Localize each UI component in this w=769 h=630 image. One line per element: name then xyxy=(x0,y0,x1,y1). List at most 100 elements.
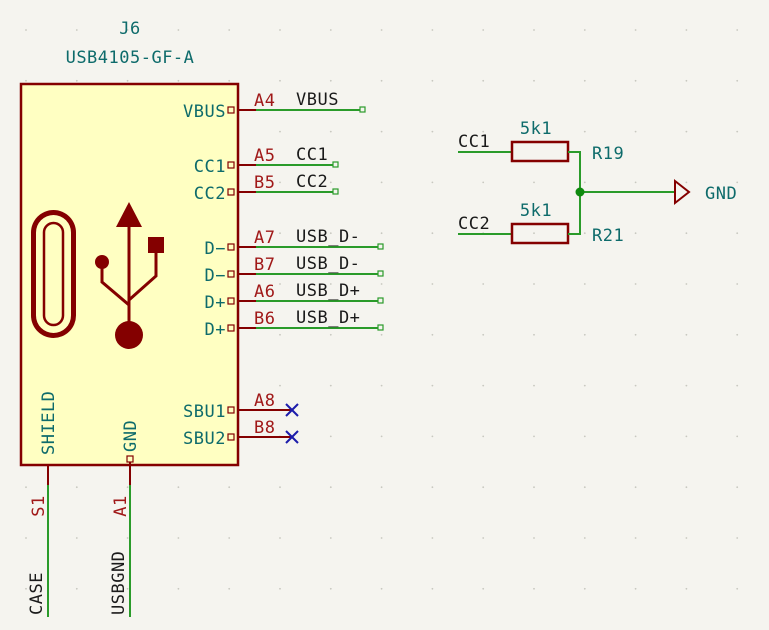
grid-dot xyxy=(279,587,281,590)
grid-dot xyxy=(279,537,281,539)
grid-dot xyxy=(634,283,637,285)
resistor-r21[interactable]: CC2 5k1 R21 xyxy=(458,201,624,246)
pin-gnd[interactable]: GND A1 xyxy=(111,420,141,517)
pin-d-plus-a6[interactable]: D+ A6 xyxy=(205,282,276,313)
net-gnd-wire[interactable] xyxy=(568,151,675,235)
grid-dot xyxy=(482,130,485,133)
net-usb-d-plus-wire[interactable]: USB_D+ xyxy=(256,281,384,304)
grid-dot xyxy=(279,283,281,285)
grid-dot xyxy=(380,587,383,590)
pin-d-plus-b6[interactable]: D+ B6 xyxy=(205,309,276,340)
grid-dot xyxy=(380,232,383,235)
resistor-r19[interactable]: CC1 5k1 R19 xyxy=(458,119,624,164)
grid-dot xyxy=(329,333,332,336)
pin-name: D− xyxy=(205,266,226,286)
grid-dot xyxy=(634,29,637,31)
grid-dot xyxy=(533,130,535,133)
net-case-wire[interactable]: CASE xyxy=(27,485,49,617)
resistor-reference: R19 xyxy=(592,144,624,164)
net-usb-d-plus-wire-2[interactable]: USB_D+ xyxy=(256,308,384,331)
grid-dot xyxy=(634,537,637,539)
grid-dot xyxy=(685,29,688,31)
grid-dot xyxy=(634,486,637,489)
grid-dot xyxy=(177,29,180,31)
grid-dot xyxy=(583,232,586,235)
grid-dot xyxy=(431,486,434,489)
grid-dot xyxy=(279,333,281,336)
net-vbus-wire[interactable]: VBUS xyxy=(256,90,366,113)
resistor-value: 5k1 xyxy=(520,119,552,139)
grid-dot xyxy=(482,79,485,82)
net-label: CC2 xyxy=(458,214,490,234)
grid-dot xyxy=(583,29,586,31)
net-label: VBUS xyxy=(296,90,339,110)
grid-dot xyxy=(431,384,434,387)
grid-dot xyxy=(736,130,739,133)
grid-dot xyxy=(177,537,180,539)
grid-dot xyxy=(279,232,281,235)
net-cc2-wire[interactable]: CC2 xyxy=(256,172,339,195)
grid-dot xyxy=(583,283,586,285)
grid-dot xyxy=(329,283,332,285)
pin-sbu2[interactable]: SBU2 B8 xyxy=(183,418,292,449)
pin-name: VBUS xyxy=(183,102,226,122)
grid-dot xyxy=(634,232,637,235)
grid-dot xyxy=(431,587,434,590)
grid-dot xyxy=(431,232,434,235)
grid-dot xyxy=(533,537,535,539)
grid-dot xyxy=(583,130,586,133)
grid-dot xyxy=(380,283,383,285)
grid-dot xyxy=(126,587,129,590)
no-connect-icon xyxy=(285,430,299,444)
net-label: CC2 xyxy=(296,172,328,192)
grid-dot xyxy=(126,537,129,539)
net-usbgnd-wire[interactable]: USBGND xyxy=(109,485,131,617)
grid-dot xyxy=(533,232,535,235)
grid-dot xyxy=(736,537,739,539)
grid-dot xyxy=(75,537,78,539)
net-usb-d-minus-wire-2[interactable]: USB_D- xyxy=(256,254,384,277)
pin-number: A1 xyxy=(111,495,131,516)
grid-dot xyxy=(329,130,332,133)
ground-icon[interactable]: GND xyxy=(674,178,737,206)
grid-dot xyxy=(25,486,27,489)
pin-shield[interactable]: SHIELD S1 xyxy=(29,391,59,517)
grid-dot xyxy=(736,181,739,184)
grid-dot xyxy=(126,79,129,82)
net-wires: VBUS CC1 CC2 USB_D- USB_D- USB_D+ xyxy=(27,90,384,617)
net-usb-d-minus-wire[interactable]: USB_D- xyxy=(256,227,384,250)
grid-dot xyxy=(583,435,586,438)
pin-number: B8 xyxy=(254,418,275,438)
grid-dot xyxy=(583,333,586,336)
grid-dot xyxy=(25,537,27,539)
net-cc1-wire[interactable]: CC1 xyxy=(256,145,339,168)
pin-vbus[interactable]: VBUS A4 xyxy=(183,91,275,122)
pin-name: D+ xyxy=(205,293,226,313)
grid-dot xyxy=(75,587,78,590)
pin-sbu1[interactable]: SBU1 A8 xyxy=(183,391,292,422)
grid-dot xyxy=(533,384,535,387)
grid-dot xyxy=(634,181,637,184)
resistor-icon xyxy=(510,140,570,163)
grid-dot xyxy=(583,181,586,184)
grid-dot xyxy=(228,79,231,82)
usb-c-connector-symbol[interactable]: J6 USB4105-GF-A VBUS A4 xyxy=(19,19,292,517)
grid-dot xyxy=(228,486,231,489)
grid-dot xyxy=(380,181,383,184)
pin-name: D− xyxy=(205,239,226,259)
grid-dot xyxy=(685,283,688,285)
pin-d-minus-a7[interactable]: D− A7 xyxy=(205,228,276,259)
pin-name: CC2 xyxy=(194,184,226,204)
grid-dot xyxy=(380,333,383,336)
net-label: USB_D+ xyxy=(296,308,360,328)
pin-cc2[interactable]: CC2 B5 xyxy=(194,173,276,204)
grid-dot xyxy=(75,79,78,82)
grid-dot xyxy=(380,486,383,489)
pin-d-minus-b7[interactable]: D− B7 xyxy=(205,255,276,286)
pin-cc1[interactable]: CC1 A5 xyxy=(194,146,276,177)
pin-number: B6 xyxy=(254,309,275,329)
grid-dot xyxy=(126,486,129,489)
grid-dot xyxy=(533,29,535,31)
grid-dot xyxy=(583,587,586,590)
